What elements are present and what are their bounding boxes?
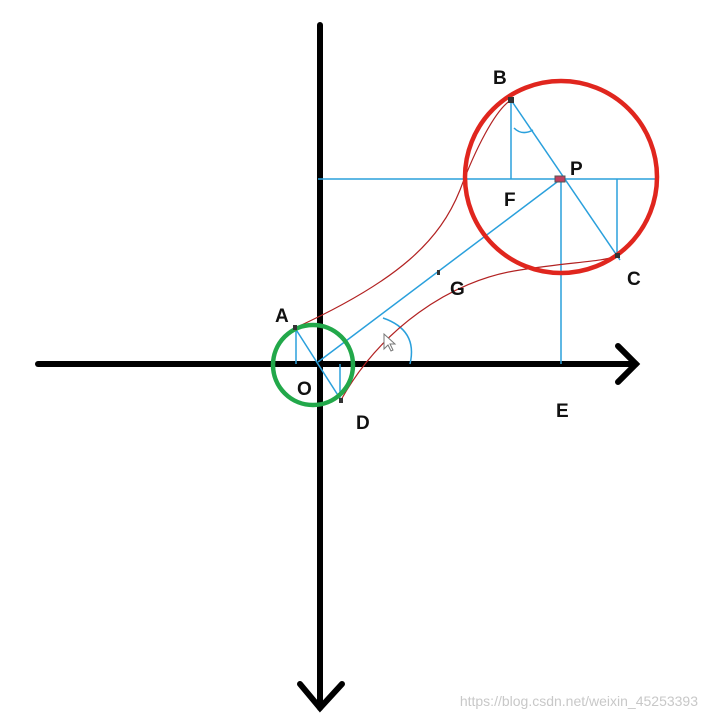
y-axis-arrow-icon bbox=[297, 681, 345, 713]
angle-arc-o bbox=[382, 317, 413, 365]
point-c-marker bbox=[615, 253, 620, 258]
curve-d-c bbox=[340, 255, 619, 401]
point-d-marker bbox=[339, 398, 343, 403]
label-p: P bbox=[570, 159, 583, 180]
point-a-marker bbox=[293, 325, 297, 330]
point-b-marker bbox=[508, 97, 514, 103]
mouse-cursor-icon bbox=[383, 332, 397, 352]
label-g: G bbox=[450, 279, 465, 300]
small-circle-o bbox=[270, 322, 356, 408]
label-a: A bbox=[275, 306, 289, 327]
label-e: E bbox=[556, 401, 569, 422]
x-axis-arrow-icon bbox=[615, 343, 641, 385]
label-c: C bbox=[627, 269, 641, 290]
label-b: B bbox=[493, 68, 507, 89]
large-circle-p bbox=[462, 78, 660, 276]
point-g-marker bbox=[437, 270, 440, 275]
label-d: D bbox=[356, 413, 370, 434]
point-p-marker bbox=[554, 175, 566, 183]
label-f: F bbox=[504, 190, 516, 211]
angle-arc-b bbox=[513, 127, 534, 134]
label-o: O bbox=[297, 379, 312, 400]
line-ad bbox=[294, 327, 342, 401]
curve-a-b bbox=[294, 99, 512, 329]
watermark: https://blog.csdn.net/weixin_45253393 bbox=[460, 693, 698, 709]
